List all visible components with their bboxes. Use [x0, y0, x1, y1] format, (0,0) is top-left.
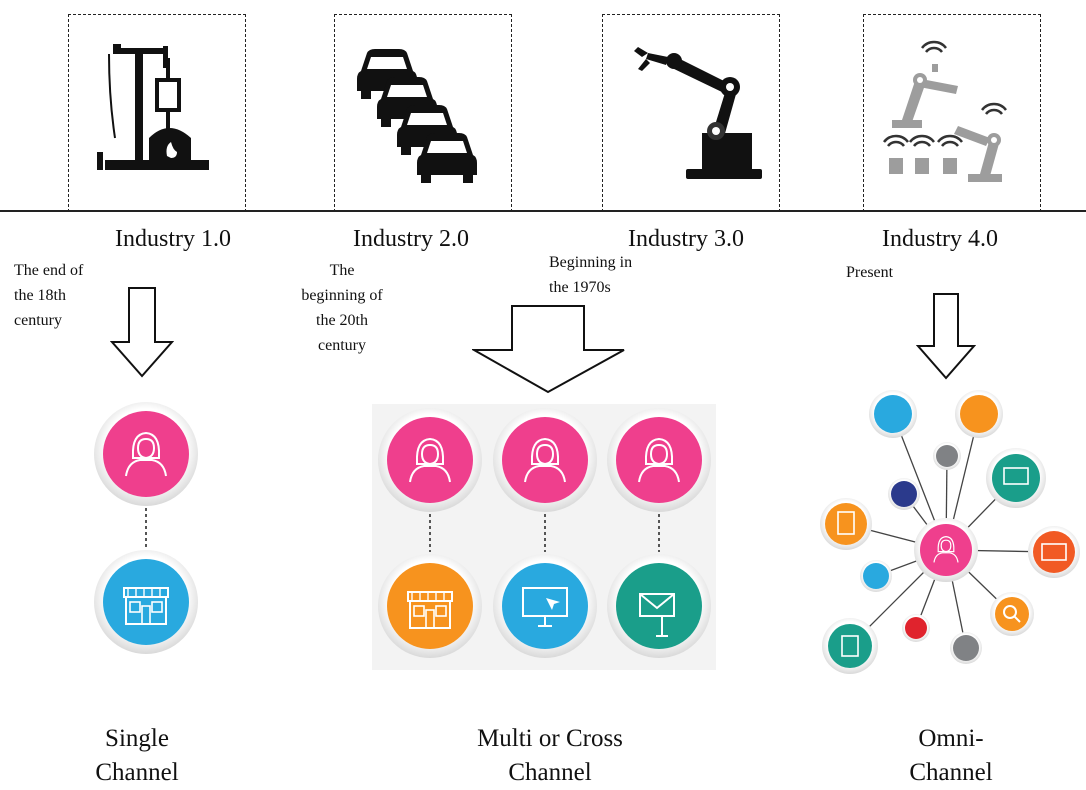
arrow-down-3 — [916, 293, 976, 380]
omni-customer-circle — [920, 524, 972, 576]
industry-4-label: Industry 4.0 — [882, 226, 998, 252]
industry-3-icon-box — [602, 14, 780, 212]
channel-omni-label: Omni- Channel — [909, 725, 993, 786]
industry-3-era: Beginning in the 1970s — [549, 254, 633, 296]
timeline-divider — [0, 210, 1086, 212]
industry-4-era: Present — [846, 264, 894, 281]
industry-1-label: Industry 1.0 — [115, 226, 231, 252]
industry-2-label: Industry 2.0 — [353, 226, 469, 252]
industry-1-icon-box — [68, 14, 246, 212]
industry-4-icon-box — [863, 14, 1041, 212]
channel-single-label: Single Channel — [95, 725, 179, 786]
single-customer-circle — [103, 411, 189, 497]
arrow-down-2 — [472, 305, 625, 394]
robot-arm-icon — [634, 47, 762, 179]
connected-robots-icon — [883, 40, 1007, 182]
cars-assembly-icon — [357, 49, 477, 183]
channel-diagrams — [94, 390, 1080, 674]
industry-1-era: The end of the 18th century — [14, 262, 84, 329]
industry-2-era: The beginning of the 20th century — [301, 262, 383, 354]
industry-2-icon-box — [334, 14, 512, 212]
channel-multi-label: Multi or Cross Channel — [477, 725, 623, 786]
industry-3-label: Industry 3.0 — [628, 226, 744, 252]
arrow-down-1 — [110, 287, 174, 378]
single-store-circle — [103, 559, 189, 645]
steam-engine-icon — [97, 44, 209, 170]
